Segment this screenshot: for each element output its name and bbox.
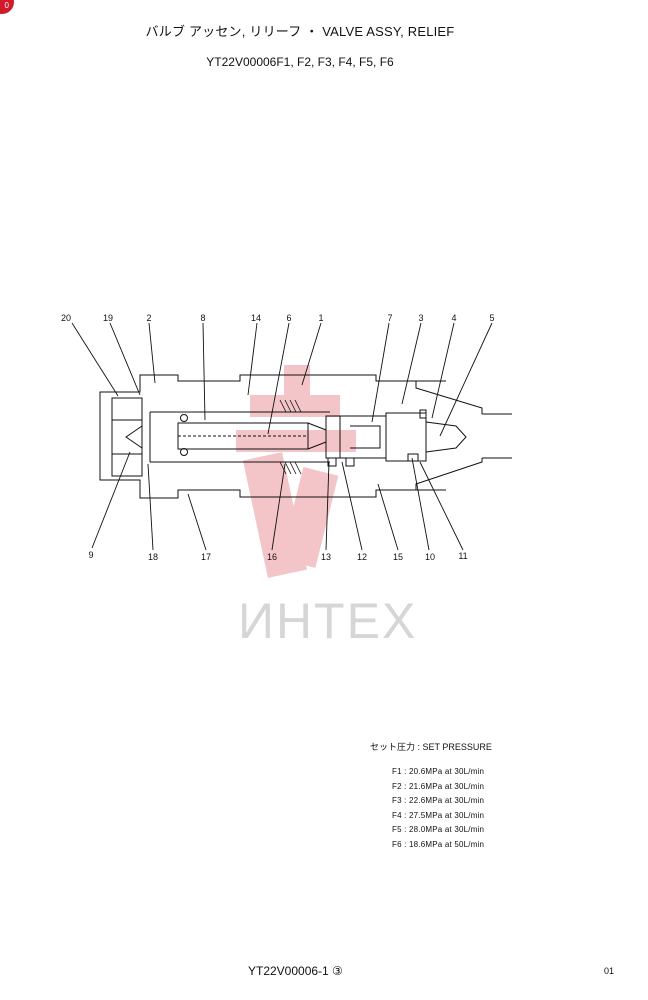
leader-lines [71, 322, 493, 551]
watermark-text: ИНТЕХ [238, 593, 418, 649]
callout-label: 7 [387, 313, 392, 323]
callout-label: 8 [200, 313, 205, 323]
callout-label: 17 [201, 552, 211, 562]
callout-label: 3 [418, 313, 423, 323]
callout-label: 4 [451, 313, 456, 323]
callout-label: 13 [321, 552, 331, 562]
set-pressure-heading: セット圧力 : SET PRESSURE [370, 742, 492, 752]
callout-label: 10 [425, 552, 435, 562]
set-pressure-row: F6 : 18.6MPa at 50L/min [392, 839, 485, 849]
callout-label: 5 [489, 313, 494, 323]
set-pressure-list: F1 : 20.6MPa at 30L/min F2 : 21.6MPa at … [392, 765, 492, 852]
callout-label: 14 [251, 313, 261, 323]
set-pressure-row: F3 : 22.6MPa at 30L/min [392, 796, 485, 805]
set-pressure-row: F4 : 27.5MPa at 30L/min [392, 810, 485, 820]
callout-label: 1 [318, 313, 323, 323]
corner-badge-text: 0 [4, 1, 9, 10]
watermark-logo-icon [236, 365, 356, 578]
set-pressure-row: F5 : 28.0MPa at 30L/min [392, 825, 485, 834]
callout-label: 11 [458, 551, 467, 561]
callout-label: 2 [146, 313, 151, 323]
page-number: 01 [604, 966, 615, 976]
callout-label: 12 [357, 552, 367, 562]
callout-label: 16 [267, 552, 277, 562]
callout-label: 15 [393, 552, 403, 562]
set-pressure-row: F2 : 21.6MPa at 30L/min [392, 781, 485, 791]
callout-label: 9 [88, 550, 93, 560]
set-pressure-row: F1 : 20.6MPa at 30L/min [392, 767, 485, 776]
callouts-bottom: 9 18 17 16 13 12 15 10 11 [88, 550, 467, 562]
page-title: バルブ アッセン, リリーフ ・ VALVE ASSY, RELIEF [145, 24, 455, 39]
drawing-code: YT22V00006-1 ③ [248, 964, 343, 978]
callout-label: 20 [61, 313, 71, 323]
callouts-top: 20 19 2 8 14 6 1 7 3 4 5 [61, 313, 495, 323]
callout-label: 18 [148, 552, 158, 562]
set-pressure-table: セット圧力 : SET PRESSURE F1 : 20.6MPa at 30L… [370, 740, 492, 852]
callout-label: 19 [103, 313, 113, 323]
callout-label: 6 [286, 313, 291, 323]
part-number-subtitle: YT22V00006F1, F2, F3, F4, F5, F6 [206, 55, 394, 69]
